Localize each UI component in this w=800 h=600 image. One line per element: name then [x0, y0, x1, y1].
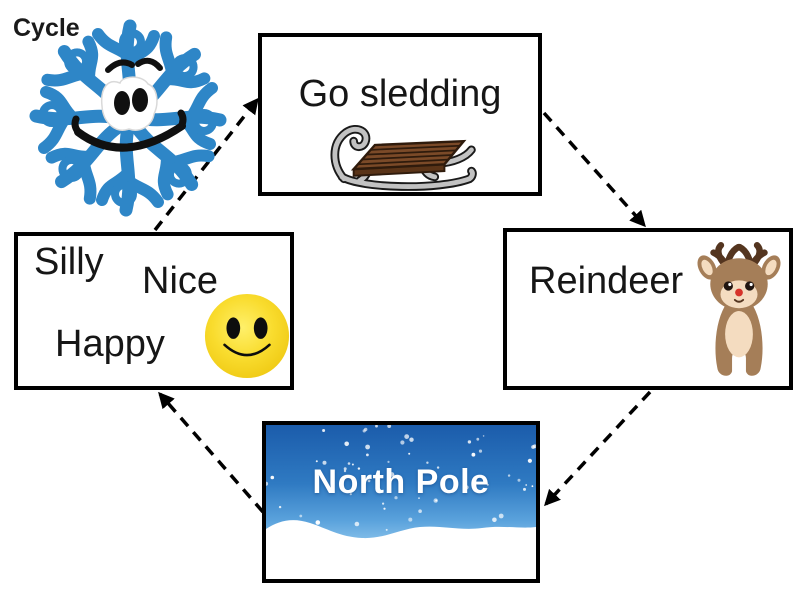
- snowflake-right-eyebrow: [135, 57, 163, 71]
- go-sledding-label: Go sledding: [298, 73, 502, 115]
- trait-word-silly: Silly: [34, 241, 104, 283]
- arrow-reindeer-to-north-pole: [544, 390, 652, 507]
- diagram-title: Cycle: [13, 14, 80, 42]
- arrow-north-pole-to-traits: [158, 391, 265, 514]
- node-go-sledding: Go sledding: [258, 33, 542, 196]
- node-reindeer: Reindeer: [503, 228, 793, 390]
- smiley-face-icon: [204, 293, 290, 379]
- reindeer-icon: [697, 241, 781, 376]
- north-pole-label: North Pole: [312, 463, 490, 501]
- node-traits: Silly Nice Happy: [14, 232, 294, 390]
- sled-icon: [330, 124, 477, 191]
- arrow-go-sledding-to-reindeer: [542, 111, 646, 228]
- trait-word-nice: Nice: [142, 260, 219, 302]
- snowflake-left-eyebrow: [105, 59, 135, 73]
- snowflake-left-eye: [114, 91, 130, 115]
- trait-word-happy: Happy: [55, 323, 165, 365]
- reindeer-label: Reindeer: [529, 260, 684, 302]
- snow-dots: [266, 425, 536, 539]
- node-north-pole: North Pole: [262, 421, 540, 583]
- snow-drift: [266, 520, 536, 579]
- snow-scene: [266, 425, 536, 579]
- snowflake-right-eye: [132, 88, 148, 112]
